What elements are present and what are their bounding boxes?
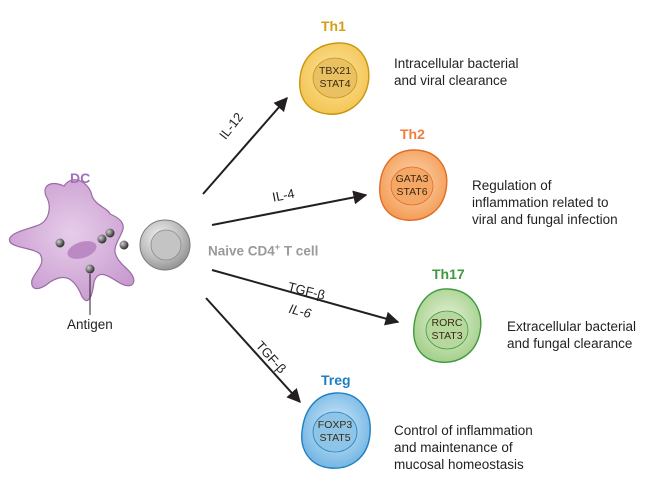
naive-t-cell-nucleus [150, 229, 182, 261]
th17-markers: RORC STAT3 [417, 317, 477, 343]
arrow-to-treg [205, 297, 301, 404]
th2-desc-line: viral and fungal infection [472, 212, 618, 227]
antigen-bead [55, 238, 65, 248]
th17-marker-1: RORC [431, 317, 463, 329]
dendritic-cell [8, 179, 135, 302]
treg-desc-line: Control of inflammation [394, 423, 533, 438]
th1-marker-1: TBX21 [318, 65, 352, 77]
th1-desc-line: and viral clearance [394, 73, 508, 88]
arrow-to-th1 [202, 96, 288, 195]
th17-title: Th17 [432, 266, 465, 282]
treg-desc-line: mucosal homeostasis [394, 457, 524, 472]
th2-description: Regulation of inflammation related to vi… [472, 177, 618, 228]
th1-description: Intracellular bacterial and viral cleara… [394, 55, 519, 89]
th1-markers: TBX21 STAT4 [305, 65, 365, 91]
th17-marker-2: STAT3 [431, 330, 463, 342]
dc-label: DC [70, 170, 91, 186]
treg-nucleus [312, 411, 358, 453]
th1-desc-line: Intracellular bacterial [394, 56, 519, 71]
antigen-bead [119, 240, 129, 250]
antigen-bead [105, 228, 115, 238]
treg-marker-1: FOXP3 [317, 419, 353, 431]
th2-markers: GATA3 STAT6 [382, 173, 442, 199]
th17-description: Extracellular bacterial and fungal clear… [507, 318, 636, 352]
th2-desc-line: Regulation of [472, 178, 552, 193]
dc-nucleus [67, 241, 97, 259]
th2-marker-1: GATA3 [395, 173, 429, 185]
th2-marker-2: STAT6 [396, 186, 428, 198]
antigen-label: Antigen [67, 317, 113, 332]
th1-nucleus [312, 57, 358, 99]
treg-markers: FOXP3 STAT5 [305, 419, 365, 445]
arrow-to-th2 [211, 190, 368, 226]
th1-title: Th1 [321, 18, 346, 34]
th2-title: Th2 [400, 126, 425, 142]
treg-title: Treg [321, 372, 351, 388]
naive-t-cell-label: Naive CD4+ T cell [208, 242, 318, 259]
th1-marker-2: STAT4 [319, 78, 351, 90]
naive-label-sup: + [274, 242, 281, 252]
naive-label-main: Naive CD4 [208, 243, 275, 259]
treg-desc-line: and maintenance of [394, 440, 513, 455]
th2-nucleus [390, 166, 434, 206]
th17-desc-line: Extracellular bacterial [507, 319, 637, 334]
arrow-to-th17 [211, 269, 400, 326]
th17-desc-line: and fungal clearance [507, 336, 633, 351]
antigen-bead [97, 234, 107, 244]
treg-marker-2: STAT5 [319, 432, 351, 444]
antigen-bead [85, 264, 95, 274]
naive-label-suffix: T cell [280, 243, 319, 259]
treg-description: Control of inflammation and maintenance … [394, 422, 533, 473]
th17-nucleus [425, 310, 469, 350]
th2-desc-line: inflammation related to [472, 195, 609, 210]
